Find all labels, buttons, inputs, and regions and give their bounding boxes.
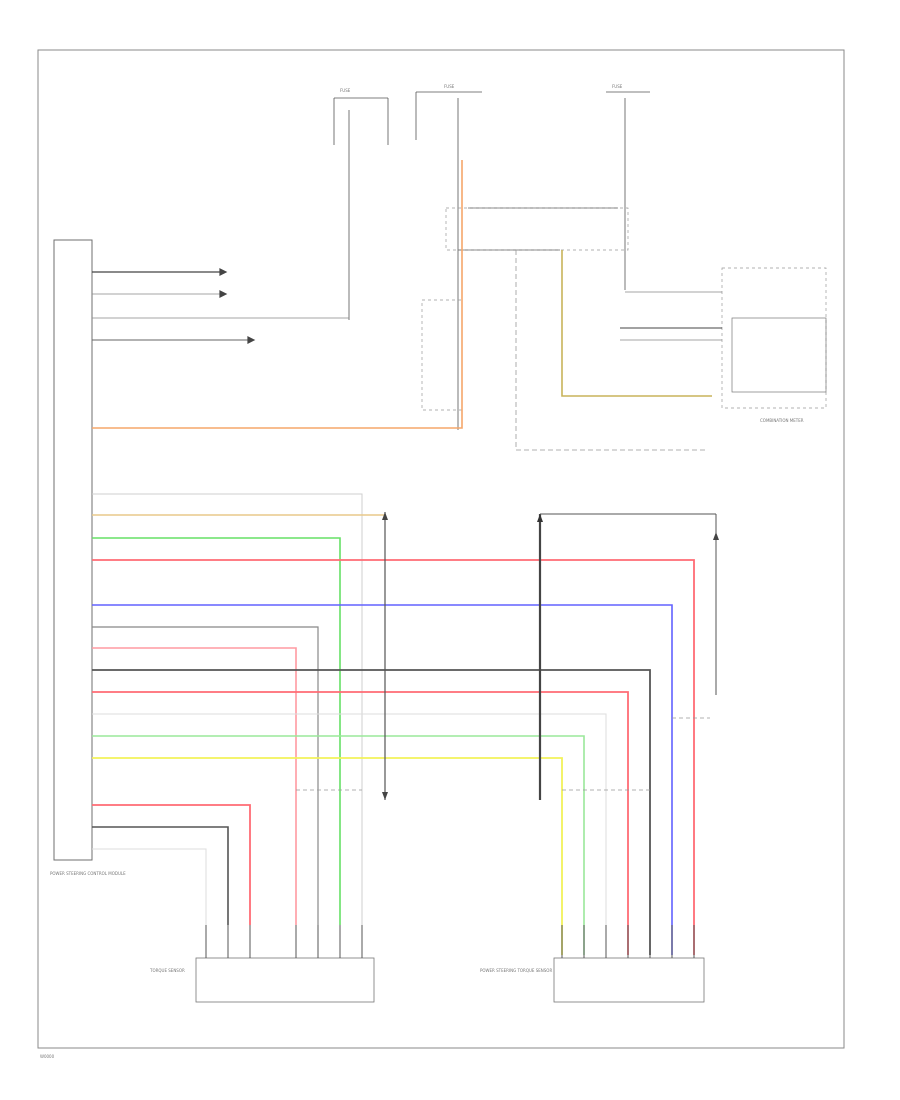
shield-arrow-left-bottom	[382, 792, 388, 800]
relay-box-lower	[421, 299, 463, 411]
wire-yellow	[92, 757, 563, 955]
torque-sensor-right-label: POWER STEERING TORQUE SENSOR	[480, 968, 552, 973]
wire-gray-1	[92, 626, 319, 925]
wire-red-1	[92, 559, 695, 955]
wire-red-2	[92, 691, 629, 955]
wire-light-gray-3	[92, 848, 207, 925]
fuse-left-label: FUSE	[340, 88, 351, 93]
wire-dark-1	[92, 669, 651, 955]
right-sensor-pins	[561, 925, 695, 958]
torque-sensor-left-label: TORQUE SENSOR	[149, 968, 185, 973]
left-sensor-pins	[205, 925, 363, 958]
wire-blue	[92, 604, 673, 955]
relay-box-upper	[445, 207, 629, 251]
combination-meter-label: COMBINATION METER	[760, 418, 804, 423]
ecu-top-arrows	[92, 268, 256, 344]
power-steering-control-module	[53, 239, 93, 861]
shield-arrow-right	[713, 532, 719, 540]
fuse-mid-label: FUSE	[444, 84, 455, 89]
fuse-right-label: FUSE	[612, 84, 623, 89]
wire-meter-bottom	[515, 250, 705, 451]
wire-gold	[561, 250, 712, 397]
ecu-label: POWER STEERING CONTROL MODULE	[50, 871, 126, 876]
torque-sensor-right-box	[553, 957, 705, 1003]
shield-arrow-mid-top	[537, 514, 543, 522]
top-fuse-right	[606, 91, 650, 290]
wire-light-gray-2	[92, 713, 607, 955]
page-id: W0000	[40, 1054, 55, 1059]
combination-meter-box	[721, 267, 827, 409]
shield-arrow-left-top	[382, 512, 388, 520]
wire-light-gray-1	[92, 493, 363, 925]
wire-green	[92, 537, 341, 925]
wire-light-green	[92, 735, 585, 955]
wire-dark-2	[92, 826, 229, 925]
top-fuse-left	[333, 97, 389, 320]
wire-pink	[92, 647, 297, 925]
wire-orange	[92, 160, 463, 429]
combination-meter-inner	[731, 317, 827, 393]
top-fuse-mid	[415, 91, 482, 430]
wire-red-3	[92, 804, 251, 925]
torque-sensor-left-box	[195, 957, 375, 1003]
diagram-frame	[37, 49, 845, 1049]
